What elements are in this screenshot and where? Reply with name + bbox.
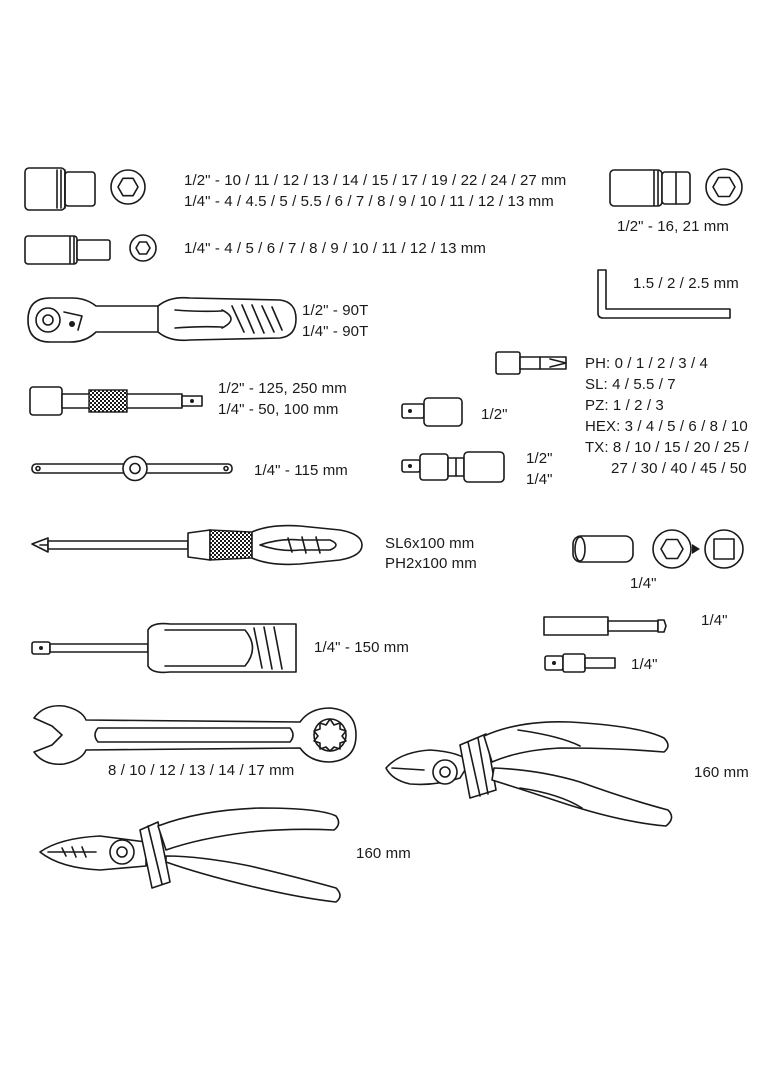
combination-pliers-icon bbox=[39, 807, 341, 903]
universal-joint-icon bbox=[401, 451, 505, 483]
bits-ph-label: PH: 0 / 1 / 2 / 3 / 4 bbox=[585, 355, 708, 372]
hex-end-icon bbox=[652, 529, 692, 569]
bit-socket-adapter-label: 1/4" bbox=[630, 575, 657, 592]
hex-socket-end-icon bbox=[110, 169, 146, 205]
screwdriver-label-1: SL6x100 mm bbox=[385, 535, 475, 552]
socket-icon bbox=[24, 167, 96, 211]
t-bar-label: 1/4" - 115 mm bbox=[254, 462, 348, 479]
deep-sockets-label: 1/4" - 4 / 5 / 6 / 7 / 8 / 9 / 10 / 11 /… bbox=[184, 240, 486, 257]
spinner-handle-icon bbox=[31, 622, 297, 674]
bits-pz-label: PZ: 1 / 2 / 3 bbox=[585, 397, 664, 414]
spark-socket-end-icon bbox=[705, 168, 743, 206]
diagonal-pliers-icon bbox=[385, 720, 673, 827]
bits-tx-label-1: TX: 8 / 10 / 15 / 20 / 25 / bbox=[585, 439, 749, 456]
extension-label-2: 1/4" - 50, 100 mm bbox=[218, 401, 339, 418]
arrow-right-icon bbox=[692, 544, 700, 554]
diagonal-pliers-label: 160 mm bbox=[694, 764, 749, 781]
spark-plug-socket-icon bbox=[609, 169, 691, 207]
spinner-label: 1/4" - 150 mm bbox=[314, 639, 409, 656]
deep-socket-end-icon bbox=[129, 234, 157, 262]
adapter-icon bbox=[401, 397, 463, 427]
bit-adapter-label: 1/4" bbox=[631, 656, 658, 673]
bit-holder-icon bbox=[543, 616, 667, 636]
t-bar-icon bbox=[31, 455, 233, 482]
bit-holder-label: 1/4" bbox=[701, 612, 728, 629]
sockets-label-2: 1/4" - 4 / 4.5 / 5 / 5.5 / 6 / 7 / 8 / 9… bbox=[184, 193, 554, 210]
ratchet-label-2: 1/4" - 90T bbox=[302, 323, 369, 340]
sockets-label-1: 1/2" - 10 / 11 / 12 / 13 / 14 / 15 / 17 … bbox=[184, 172, 567, 189]
bits-sl-label: SL: 4 / 5.5 / 7 bbox=[585, 376, 676, 393]
ujoint-label-1: 1/2" bbox=[526, 450, 553, 467]
bit-adapter-icon bbox=[544, 653, 616, 673]
combination-pliers-label: 160 mm bbox=[356, 845, 411, 862]
ratchet-label-1: 1/2" - 90T bbox=[302, 302, 369, 319]
screwdriver-label-2: PH2x100 mm bbox=[385, 555, 477, 572]
square-end-icon bbox=[704, 529, 744, 569]
extension-label-1: 1/2" - 125, 250 mm bbox=[218, 380, 347, 397]
ratchet-icon bbox=[27, 296, 297, 343]
spark-socket-label: 1/2" - 16, 21 mm bbox=[617, 218, 729, 235]
extension-bar-icon bbox=[29, 386, 203, 416]
bits-tx-label-2: 27 / 30 / 40 / 45 / 50 bbox=[611, 460, 747, 477]
screwdriver-icon bbox=[31, 524, 363, 566]
adapter-label: 1/2" bbox=[481, 406, 508, 423]
bits-hex-label: HEX: 3 / 4 / 5 / 6 / 8 / 10 bbox=[585, 418, 748, 435]
combination-wrench-icon bbox=[33, 704, 357, 766]
bit-socket-icon bbox=[572, 535, 634, 563]
hex-key-icon bbox=[597, 269, 731, 319]
ujoint-label-2: 1/4" bbox=[526, 471, 553, 488]
screwdriver-bit-icon bbox=[495, 351, 567, 375]
hex-keys-label: 1.5 / 2 / 2.5 mm bbox=[633, 275, 739, 292]
wrench-label: 8 / 10 / 12 / 13 / 14 / 17 mm bbox=[108, 762, 295, 779]
deep-socket-icon bbox=[24, 235, 111, 265]
